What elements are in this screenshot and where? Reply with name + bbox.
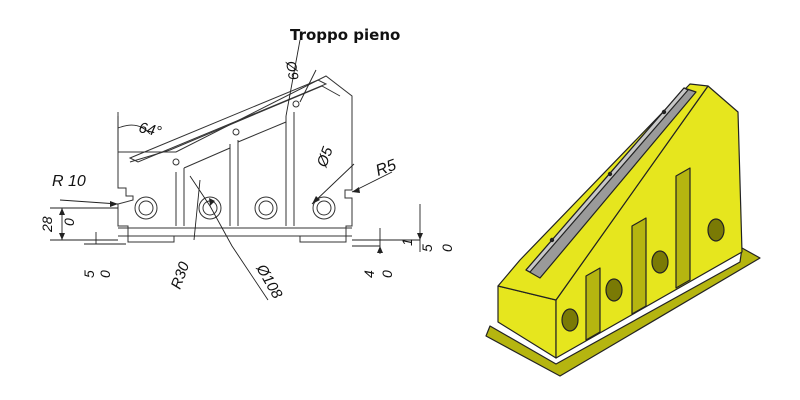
render-rib bbox=[631, 217, 647, 315]
rail-hole bbox=[549, 237, 555, 243]
dia-hole-label: Ø5 bbox=[313, 144, 336, 170]
slope-inner bbox=[129, 85, 341, 163]
slope-hole bbox=[232, 128, 240, 136]
render-rib bbox=[585, 267, 601, 341]
radius-right-label: R5 bbox=[374, 157, 399, 180]
callout-label: Troppo pieno bbox=[290, 26, 400, 44]
height-left-label: 28 bbox=[39, 216, 55, 233]
dia-top-label: Ø9 bbox=[283, 59, 302, 81]
rail-hole bbox=[661, 109, 667, 115]
render-holes bbox=[561, 218, 725, 332]
height-bottom-label: 5 bbox=[81, 270, 97, 278]
radius-mid-label: R30 bbox=[168, 259, 194, 291]
height-bottom-dec-label: 0 bbox=[97, 270, 113, 278]
render-rail-edge bbox=[525, 87, 689, 273]
bolt-holes bbox=[134, 196, 336, 220]
rail-hole bbox=[607, 171, 613, 177]
radius-left-label: R 10 bbox=[52, 173, 86, 190]
height-r2-label: 0 bbox=[439, 244, 455, 252]
angle-label: 64° bbox=[137, 119, 163, 140]
ribs bbox=[175, 112, 295, 226]
dimension-lines bbox=[50, 39, 421, 301]
arrowheads bbox=[59, 187, 423, 253]
height-r1-label: 1 bbox=[399, 238, 415, 246]
part-outline bbox=[117, 75, 353, 243]
slope-hole bbox=[292, 100, 300, 108]
height-r3-label: 4 bbox=[361, 270, 377, 278]
render-3d bbox=[485, 83, 761, 377]
slope-hole bbox=[172, 158, 180, 166]
height-r3-dec-label: 0 bbox=[379, 270, 395, 278]
rail-strip bbox=[128, 79, 328, 163]
render-base bbox=[485, 247, 761, 377]
render-rib bbox=[675, 167, 691, 289]
dia-big-label: Ø108 bbox=[252, 261, 286, 303]
height-left-dec-label: 0 bbox=[61, 218, 77, 226]
base-foot bbox=[118, 227, 352, 237]
height-r1-dec-label: 5 bbox=[419, 244, 435, 252]
